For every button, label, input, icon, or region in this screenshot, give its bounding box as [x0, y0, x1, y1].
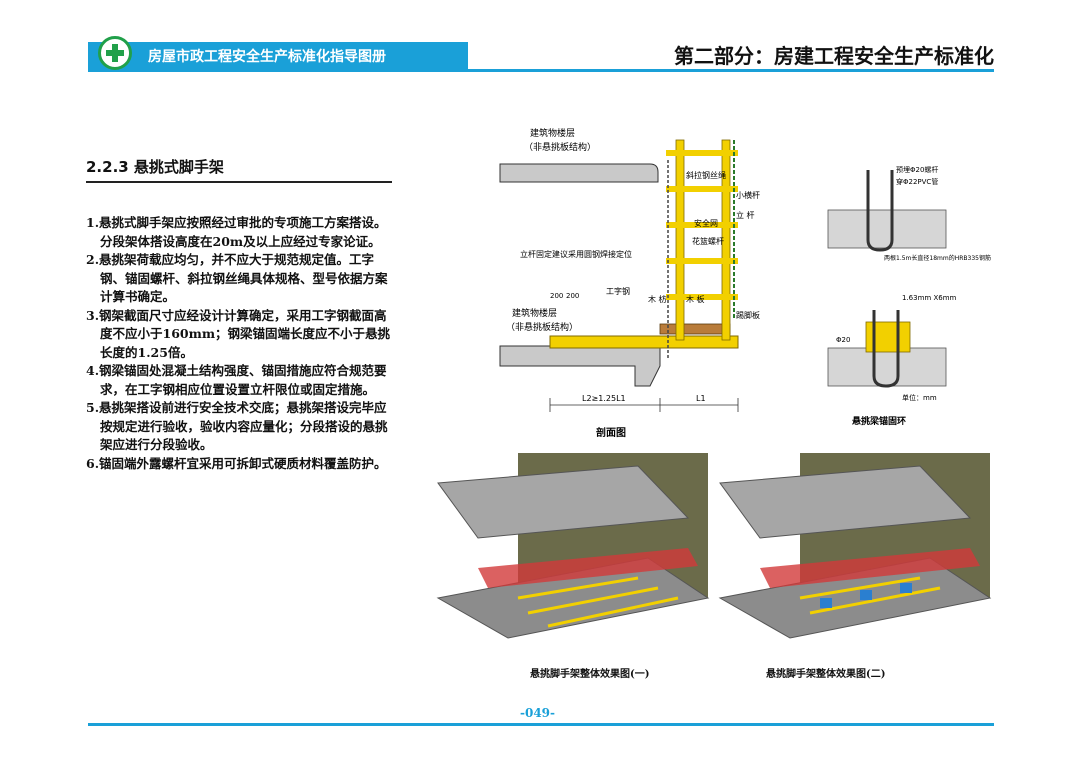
label-dim1: 200 — [550, 292, 563, 300]
label-unit: 单位：mm — [902, 393, 937, 402]
label-wood: 木 枋 — [648, 294, 667, 304]
label-bottom-floor: 建筑物楼层 — [512, 307, 557, 319]
header-band — [88, 42, 468, 70]
label-pole: 立 杆 — [736, 210, 755, 220]
list-item: 1.悬挑式脚手架应按照经过审批的专项施工方案搭设。分段架体搭设高度在20m及以上… — [86, 215, 387, 249]
label-turnbuckle: 花篮螺杆 — [692, 236, 724, 246]
section-rule — [86, 181, 392, 183]
label-board: 木 板 — [686, 294, 705, 304]
anchor-caption: 悬挑梁锚固环 — [851, 415, 906, 427]
anchor-diagram: 预埋Φ20螺杆 穿Φ22PVC管 两根1.5m长直径18mm的HRB335钢筋 … — [827, 165, 991, 427]
header-rule — [88, 69, 994, 72]
label-net: 安全网 — [694, 218, 718, 228]
label-plate: 1.63mm X6mm — [902, 294, 957, 302]
label-ibeam: 工字钢 — [606, 286, 630, 296]
label-wire: 斜拉钢丝绳 — [686, 170, 726, 180]
section-title: 2.2.3 悬挑式脚手架 — [86, 158, 224, 176]
render-image-right — [718, 453, 992, 639]
label-rebar: 两根1.5m长直径18mm的HRB335钢筋 — [884, 254, 991, 262]
label-top-floor-note: （非悬挑板结构） — [524, 141, 596, 153]
label-note: 立杆固定建议采用圆钢焊接定位 — [520, 249, 632, 259]
render-caption-right: 悬挑脚手架整体效果图(二) — [766, 669, 886, 680]
list-item: 5.悬挑架搭设前进行安全技术交底；悬挑架搭设完毕应按规定进行验收，验收内容应量化… — [86, 400, 388, 452]
header-band-tail — [440, 42, 468, 70]
label-pvc: 穿Φ22PVC管 — [896, 177, 938, 186]
label-l2: L2≥1.25L1 — [582, 394, 626, 403]
label-toe: 踢脚板 — [736, 310, 760, 320]
footer-rule — [88, 723, 994, 726]
render-image-left — [436, 453, 710, 639]
label-l1: L1 — [696, 394, 706, 403]
section-diagram: 建筑物楼层 （非悬挑板结构） 斜拉钢丝绳 小横杆 立 杆 安全网 花篮螺杆 立杆… — [499, 127, 760, 439]
section-caption: 剖面图 — [596, 426, 626, 439]
part-title: 第二部分：房建工程安全生产标准化 — [674, 44, 994, 68]
label-top-floor: 建筑物楼层 — [530, 127, 575, 139]
book-title: 房屋市政工程安全生产标准化指导图册 — [148, 49, 386, 65]
list-item: 3.钢架截面尺寸应经设计计算确定，采用工字钢截面高度不应小于160mm；钢梁锚固… — [86, 307, 391, 360]
label-phi: Φ20 — [836, 336, 850, 344]
render-caption-left: 悬挑脚手架整体效果图(一) — [530, 669, 650, 680]
label-small-bar: 小横杆 — [736, 190, 760, 200]
list-item: 2.悬挑架荷载应均匀，并不应大于规范规定值。工字钢、锚固螺杆、斜拉钢丝绳具体规格… — [86, 252, 388, 304]
label-embed: 预埋Φ20螺杆 — [896, 165, 938, 174]
safety-cross-logo-icon — [98, 36, 132, 70]
list-item: 6.锚固端外露螺杆宜采用可拆卸式硬质材料覆盖防护。 — [86, 455, 387, 471]
list-item: 4.钢梁锚固处混凝土结构强度、锚固措施应符合规范要求，在工字钢相应位置设置立杆限… — [86, 363, 387, 397]
requirement-list: 1.悬挑式脚手架应按照经过审批的专项施工方案搭设。分段架体搭设高度在20m及以上… — [86, 214, 398, 473]
label-bottom-floor-note: （非悬挑板结构） — [506, 321, 578, 333]
label-dim2: 200 — [566, 292, 579, 300]
page-number: -049- — [520, 706, 556, 720]
